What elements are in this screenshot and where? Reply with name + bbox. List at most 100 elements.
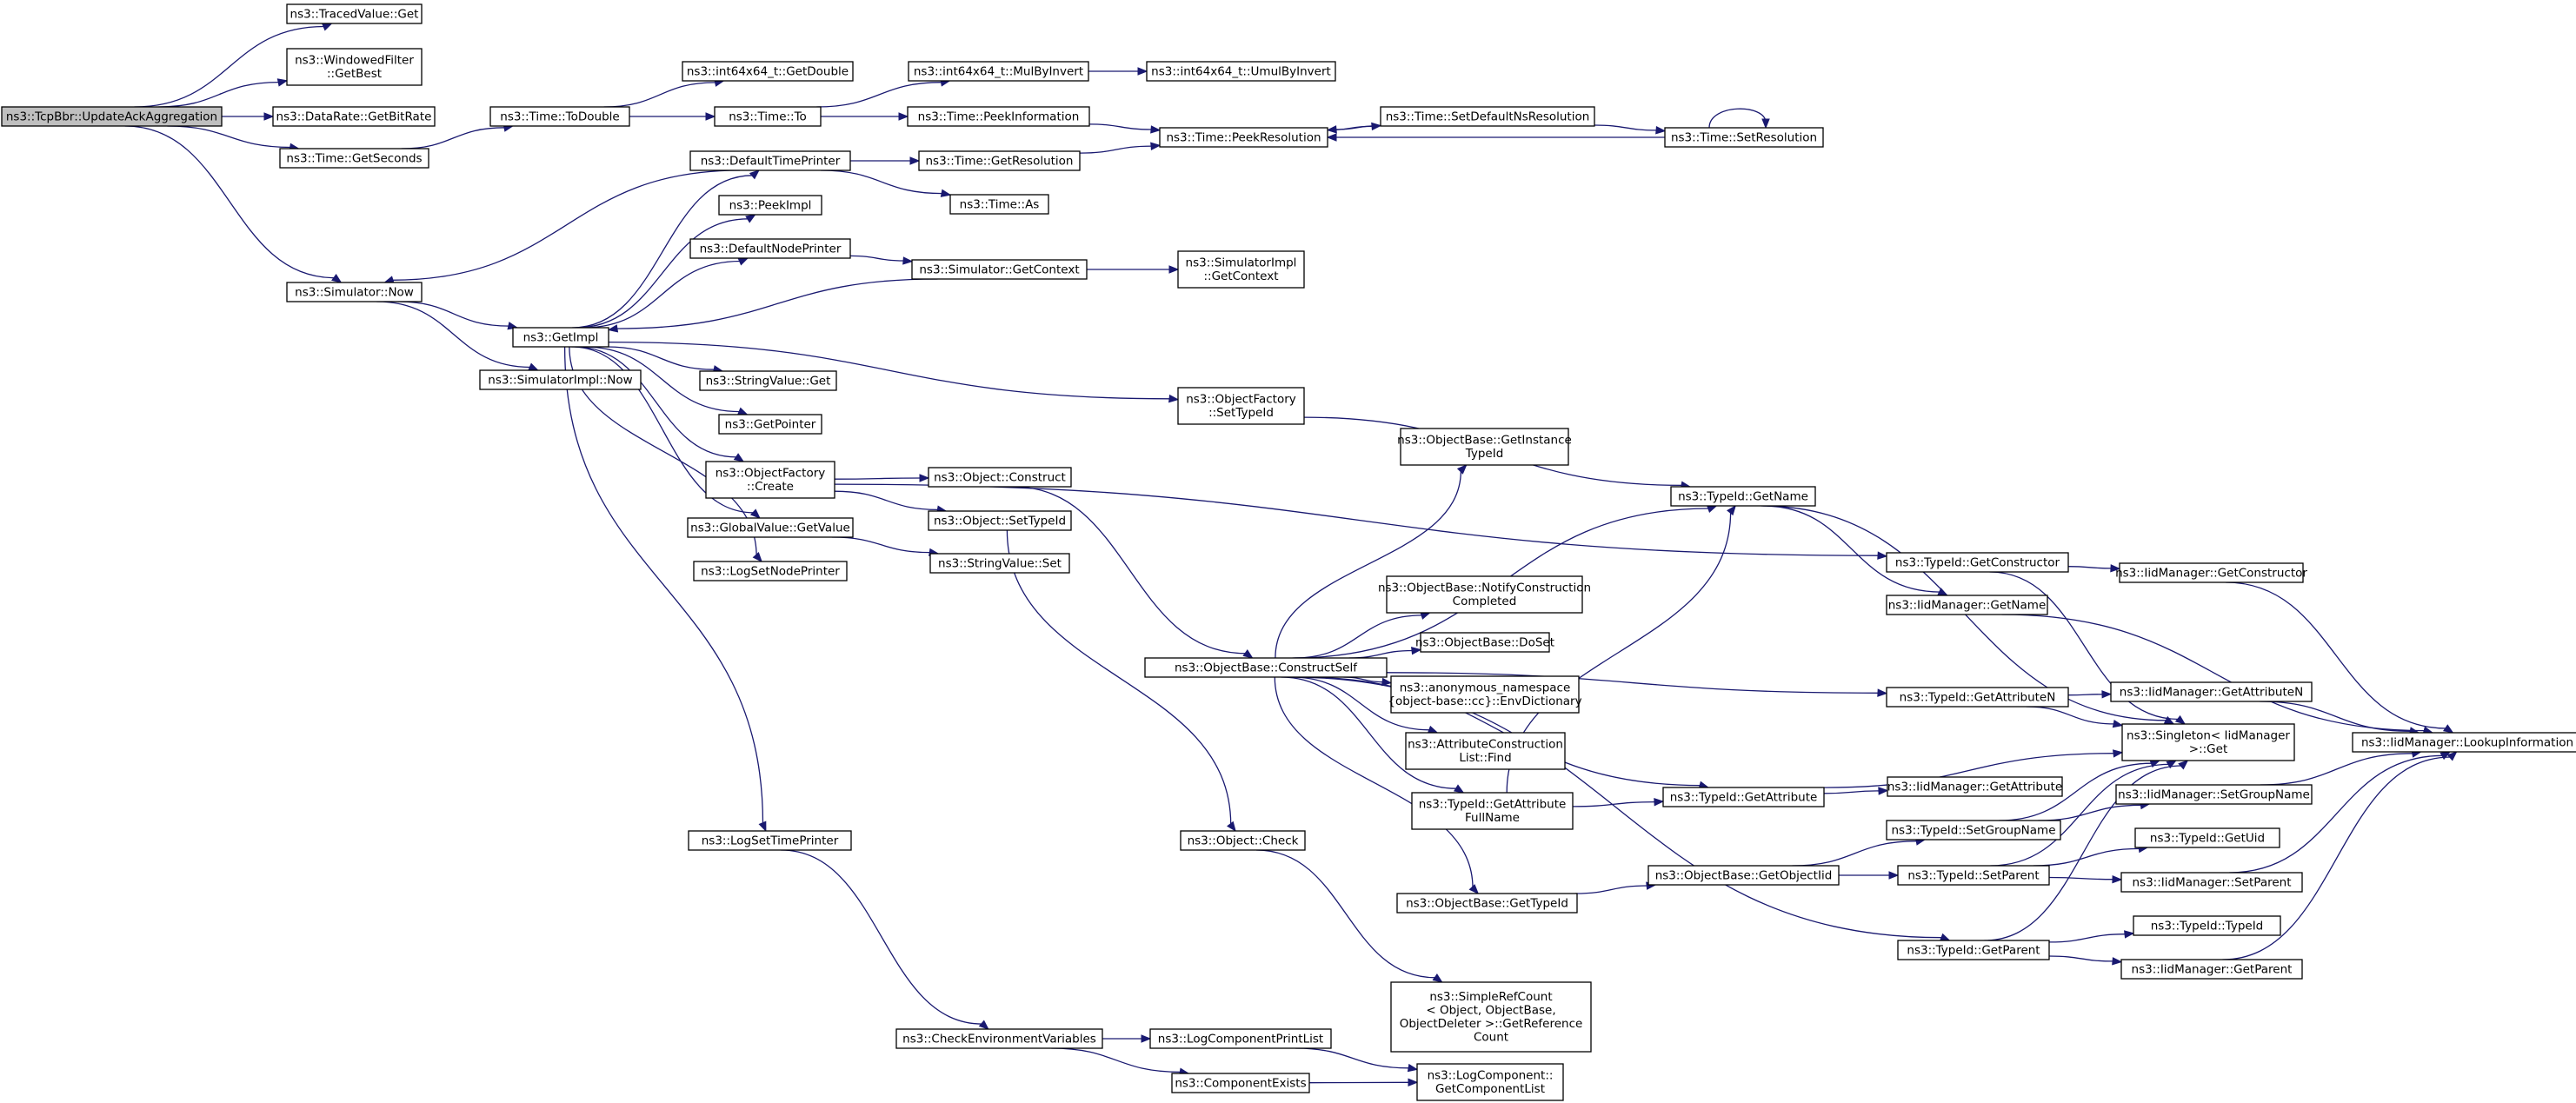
node-ns3-logsettimeprinter[interactable]: ns3::LogSetTimePrinter — [688, 830, 852, 851]
node-ns3-iidmanager-setparent[interactable]: ns3::IidManager::SetParent — [2120, 872, 2303, 893]
node-ns3-typeid-getattribute[interactable]: ns3::TypeId::GetAttribute — [1662, 787, 1825, 807]
edge-arrowhead — [1468, 884, 1480, 894]
node-ns3-simulatorimpl-now[interactable]: ns3::SimulatorImpl::Now — [479, 369, 642, 390]
node-ns3-typeid-getname[interactable]: ns3::TypeId::GetName — [1670, 486, 1816, 507]
node-ns3-logcomponentprintlist[interactable]: ns3::LogComponentPrintList — [1149, 1028, 1332, 1049]
edge-line — [2048, 934, 2127, 943]
node-ns3-defaulttimeprinter[interactable]: ns3::DefaultTimePrinter — [689, 150, 851, 171]
edge — [606, 346, 724, 374]
node-ns3-typeid-setparent[interactable]: ns3::TypeId::SetParent — [1897, 865, 2050, 886]
node-ns3-typeid-getparent[interactable]: ns3::TypeId::GetParent — [1897, 940, 2050, 960]
node-ns3-simplerefcount-object-objectbase-objectdeleter-getreference-count[interactable]: ns3::SimpleRefCount< Object, ObjectBase,… — [1390, 981, 1592, 1053]
node-ns3-singleton-iidmanager-get[interactable]: ns3::Singleton< IidManager >::Get — [2121, 723, 2295, 761]
node-label: ns3::Time::SetResolution — [1671, 130, 1817, 144]
node-box — [1144, 657, 1388, 678]
node-ns3-simulator-getcontext[interactable]: ns3::Simulator::GetContext — [911, 259, 1088, 280]
node-box — [1664, 127, 1824, 148]
node-ns3-tracedvalue-get[interactable]: ns3::TracedValue::Get — [286, 3, 423, 24]
node-ns3-iidmanager-getattribute[interactable]: ns3::IidManager::GetAttribute — [1887, 776, 2063, 797]
node-ns3-time-as[interactable]: ns3::Time::As — [949, 194, 1049, 215]
node-ns3-datarate-getbitrate[interactable]: ns3::DataRate::GetBitRate — [272, 106, 436, 127]
node-label: Completed — [1453, 595, 1517, 608]
edge-arrowhead — [1137, 67, 1148, 76]
node-label: ns3::ObjectBase::ConstructSelf — [1175, 661, 1358, 674]
node-ns3-typeid-getattributen[interactable]: ns3::TypeId::GetAttributeN — [1886, 687, 2069, 708]
edge — [1989, 571, 2187, 725]
node-ns3-time-setdefaultnsresolution[interactable]: ns3::Time::SetDefaultNsResolution — [1380, 106, 1595, 127]
node-ns3-objectbase-notifyconstruction-completed[interactable]: ns3::ObjectBase::NotifyConstructionCompl… — [1378, 575, 1591, 614]
edge — [1087, 265, 1180, 274]
node-box — [286, 48, 423, 86]
edge-line — [571, 346, 755, 514]
node-label: ns3::Object::Check — [1188, 834, 1299, 847]
node-ns3-object-settypeid[interactable]: ns3::Object::SetTypeId — [928, 510, 1072, 531]
node-ns3-time-todouble[interactable]: ns3::Time::ToDouble — [489, 106, 630, 127]
node-label: ns3::IidManager::GetConstructor — [2115, 566, 2307, 580]
node-ns3-time-getseconds[interactable]: ns3::Time::GetSeconds — [279, 148, 429, 169]
node-ns3-anonymous-namespace-object-base-cc-envdictionary[interactable]: ns3::anonymous_namespace{object-base::cc… — [1388, 675, 1582, 714]
node-ns3-object-construct[interactable]: ns3::Object::Construct — [928, 467, 1072, 488]
node-label: ns3::Time::As — [960, 197, 1040, 211]
node-label: ns3::ComponentExists — [1175, 1076, 1306, 1090]
node-ns3-object-check[interactable]: ns3::Object::Check — [1180, 830, 1306, 851]
node-ns3-stringvalue-set[interactable]: ns3::StringValue::Set — [929, 553, 1070, 574]
node-ns3-int64x64-t-getdouble[interactable]: ns3::int64x64_t::GetDouble — [682, 61, 854, 82]
node-ns3-checkenvironmentvariables[interactable]: ns3::CheckEnvironmentVariables — [895, 1028, 1103, 1049]
node-ns3-objectbase-constructself[interactable]: ns3::ObjectBase::ConstructSelf — [1144, 657, 1388, 678]
node-box — [489, 106, 630, 127]
node-ns3-iidmanager-getname[interactable]: ns3::IidManager::GetName — [1886, 595, 2048, 615]
node-ns3-iidmanager-lookupinformation[interactable]: ns3::IidManager::LookupInformation — [2352, 732, 2576, 753]
node-ns3-iidmanager-getparent[interactable]: ns3::IidManager::GetParent — [2120, 959, 2303, 980]
node-ns3-objectbase-getobjectiid[interactable]: ns3::ObjectBase::GetObjectIid — [1647, 865, 1840, 886]
edge-arrowhead — [1453, 784, 1465, 794]
node-ns3-simulator-now[interactable]: ns3::Simulator::Now — [286, 282, 423, 302]
node-ns3-objectfactory-settypeid[interactable]: ns3::ObjectFactory::SetTypeId — [1177, 387, 1305, 425]
edge-arrowhead — [705, 112, 716, 121]
node-ns3-time-peekresolution[interactable]: ns3::Time::PeekResolution — [1159, 127, 1328, 148]
node-ns3-defaultnodeprinter[interactable]: ns3::DefaultNodePrinter — [689, 238, 851, 259]
edge — [1088, 67, 1148, 76]
node-ns3-logcomponent-getcomponentlist[interactable]: ns3::LogComponent::GetComponentList — [1416, 1063, 1564, 1101]
node-ns3-typeid-getconstructor[interactable]: ns3::TypeId::GetConstructor — [1886, 552, 2069, 573]
edge — [820, 169, 952, 197]
node-ns3-getimpl[interactable]: ns3::GetImpl — [512, 327, 609, 348]
edge-arrowhead — [902, 256, 914, 265]
node-ns3-globalvalue-getvalue[interactable]: ns3::GlobalValue::GetValue — [687, 517, 854, 538]
node-ns3-time-getresolution[interactable]: ns3::Time::GetResolution — [918, 150, 1081, 171]
node-ns3-typeid-getuid[interactable]: ns3::TypeId::GetUid — [2134, 827, 2280, 848]
node-ns3-typeid-typeid[interactable]: ns3::TypeId::TypeId — [2133, 915, 2281, 936]
node-ns3-typeid-setgroupname[interactable]: ns3::TypeId::SetGroupName — [1886, 820, 2061, 841]
node-ns3-getpointer[interactable]: ns3::GetPointer — [718, 414, 822, 435]
node-ns3-tcpbbr-updateackaggregation[interactable]: ns3::TcpBbr::UpdateAckAggregation — [1, 106, 223, 127]
node-ns3-iidmanager-getattributen[interactable]: ns3::IidManager::GetAttributeN — [2110, 681, 2313, 702]
node-ns3-objectfactory-create[interactable]: ns3::ObjectFactory::Create — [705, 461, 835, 499]
node-ns3-time-to[interactable]: ns3::Time::To — [714, 106, 822, 127]
edge-arrowhead — [749, 508, 761, 519]
node-ns3-time-peekinformation[interactable]: ns3::Time::PeekInformation — [907, 106, 1090, 127]
node-ns3-componentexists[interactable]: ns3::ComponentExists — [1171, 1073, 1310, 1093]
node-ns3-simulatorimpl-getcontext[interactable]: ns3::SimulatorImpl::GetContext — [1177, 250, 1305, 289]
node-ns3-time-setresolution[interactable]: ns3::Time::SetResolution — [1664, 127, 1824, 148]
node-ns3-logsetnodeprinter[interactable]: ns3::LogSetNodePrinter — [693, 561, 848, 581]
edge-arrowhead — [2166, 760, 2178, 769]
node-box — [2121, 723, 2295, 761]
edge — [1308, 1078, 1419, 1087]
node-ns3-windowedfilter-getbest[interactable]: ns3::WindowedFilter::GetBest — [286, 48, 423, 86]
edge-arrowhead — [607, 324, 619, 333]
node-ns3-stringvalue-get[interactable]: ns3::StringValue::Get — [699, 370, 837, 391]
node-label: ns3::SimulatorImpl — [1186, 256, 1297, 270]
node-ns3-iidmanager-setgroupname[interactable]: ns3::IidManager::SetGroupName — [2115, 784, 2313, 805]
node-box — [718, 195, 822, 216]
node-ns3-objectbase-gettypeid[interactable]: ns3::ObjectBase::GetTypeId — [1396, 893, 1578, 914]
node-ns3-peekimpl[interactable]: ns3::PeekImpl — [718, 195, 822, 216]
edge-line — [820, 169, 943, 195]
node-box — [286, 282, 423, 302]
edge-line — [603, 82, 716, 108]
node-ns3-iidmanager-getconstructor[interactable]: ns3::IidManager::GetConstructor — [2115, 562, 2307, 583]
node-ns3-objectbase-doset[interactable]: ns3::ObjectBase::DoSet — [1415, 632, 1554, 653]
node-ns3-int64x64-t-umulbyinvert[interactable]: ns3::int64x64_t::UmulByInvert — [1146, 61, 1336, 82]
node-ns3-int64x64-t-mulbyinvert[interactable]: ns3::int64x64_t::MulByInvert — [908, 61, 1089, 82]
